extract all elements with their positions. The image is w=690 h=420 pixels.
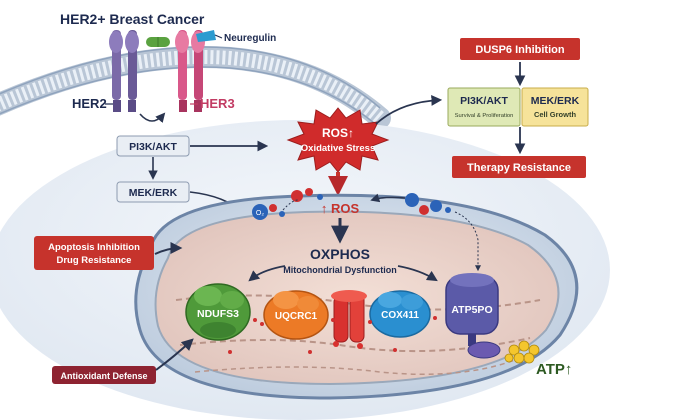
mek-erk-box: MEK/ERK (116, 181, 190, 203)
ros-molecule-top-icon (291, 188, 323, 202)
neuregulin-label: Neuregulin (224, 33, 276, 44)
pi3k-akt-label: PI3K/AKT (129, 141, 177, 153)
dysfunction-label: Mitochondrial Dysfunction (283, 265, 397, 275)
therapy-resistance-label: Therapy Resistance (467, 162, 571, 174)
mito-ros-label: ↑ ROS (321, 201, 360, 216)
her3-label: HER3 (200, 96, 235, 111)
her2-label: HER2 (72, 96, 107, 111)
atp-label: ATP↑ (536, 361, 572, 378)
ros-burst-subtitle: Oxidative Stress (301, 143, 375, 154)
dusp6-mek-sub: Cell Growth (534, 110, 577, 119)
dusp6-pi3k-sub: Survival & Proliferation (455, 113, 514, 119)
apoptosis-line2: Drug Resistance (57, 255, 132, 266)
mek-erk-label: MEK/ERK (129, 187, 178, 199)
dusp6-mek-label: MEK/ERK (531, 95, 580, 107)
cox411-label: COX411 (381, 310, 419, 321)
therapy-resistance-box: Therapy Resistance (452, 156, 586, 178)
atp-molecules-icon (504, 340, 540, 364)
antioxidant-defense-box: Antioxidant Defense (52, 366, 156, 384)
dusp6-inhibition-box: DUSP6 Inhibition (460, 38, 580, 60)
apoptosis-line1: Apoptosis Inhibition (48, 242, 140, 253)
ros-molecule-right-icon (405, 193, 451, 215)
uqcrc1-label: UQCRC1 (275, 311, 318, 322)
pi3k-akt-box: PI3K/AKT (116, 135, 190, 157)
neuregulin-icon (196, 30, 223, 42)
cox411-complex: COX411 (369, 290, 431, 338)
dusp6-pi3k-label: PI3K/AKT (460, 95, 508, 107)
ndufs3-complex: NDUFS3 (185, 283, 251, 341)
complex-red-icon (331, 290, 367, 349)
dusp6-mek-box: MEK/ERK Cell Growth (521, 87, 589, 127)
atp5po-complex: ATP5PO (445, 273, 501, 359)
dusp6-title: DUSP6 Inhibition (475, 44, 565, 56)
uqcrc1-complex: UQCRC1 (263, 290, 329, 340)
ligand-pill-icon (146, 37, 170, 47)
her2-receptor-icon (109, 30, 139, 112)
ros-molecule-left-icon: O₂ (252, 204, 285, 220)
apoptosis-inhibition-box: Apoptosis Inhibition Drug Resistance (34, 236, 154, 270)
electron-flow-icon (228, 316, 437, 354)
ros-burst-icon: ROS↑ Oxidative Stress (286, 107, 390, 173)
oxphos-label: OXPHOS (310, 246, 370, 262)
ros-burst-title: ROS↑ (322, 126, 354, 140)
plasma-membrane (0, 46, 391, 129)
antioxidant-label: Antioxidant Defense (60, 371, 147, 381)
ndufs3-label: NDUFS3 (197, 308, 239, 320)
diagram-title: HER2+ Breast Cancer (60, 11, 205, 27)
atp5po-label: ATP5PO (451, 304, 492, 316)
dusp6-pi3k-box: PI3K/AKT Survival & Proliferation (447, 87, 521, 127)
o2-label-left: O₂ (256, 210, 264, 217)
